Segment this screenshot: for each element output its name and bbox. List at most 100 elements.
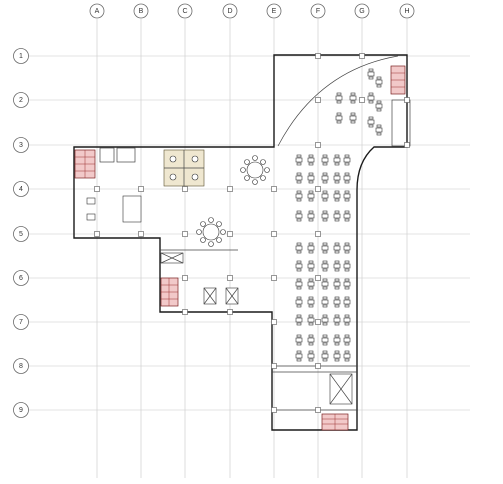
dining-table-icon <box>321 334 329 346</box>
grid-label-row: 2 <box>19 97 23 104</box>
dining-table-icon <box>295 154 303 166</box>
dining-table-icon <box>343 334 351 346</box>
round-tables <box>196 155 270 247</box>
dining-table-icon <box>295 334 303 346</box>
dining-table-icon <box>343 350 351 362</box>
dining-table-icon <box>321 172 329 184</box>
dining-table-icon <box>307 154 315 166</box>
grid-bubble-row <box>13 92 29 108</box>
elevator-icon <box>329 373 353 405</box>
dining-table-icon <box>295 260 303 272</box>
structural-column <box>315 363 321 369</box>
stair-icon <box>390 65 406 95</box>
dining-table-icon <box>343 260 351 272</box>
grid-label-row: 3 <box>19 142 23 149</box>
grid-label-column: D <box>227 8 232 15</box>
round-table-icon <box>240 155 270 185</box>
dining-table-icon <box>295 278 303 290</box>
dining-table-icon <box>307 350 315 362</box>
dining-table-icon <box>333 242 341 254</box>
grid-bubble-row <box>13 358 29 374</box>
dining-table-icon <box>295 314 303 326</box>
grid-bubble-column <box>354 3 370 19</box>
structural-column <box>227 275 233 281</box>
dining-table-icon <box>333 190 341 202</box>
dining-table-icon <box>321 260 329 272</box>
structural-column <box>315 407 321 413</box>
dining-table-icon <box>307 334 315 346</box>
structural-column <box>315 231 321 237</box>
dining-table-icon <box>367 116 375 128</box>
grid-label-row: 5 <box>19 231 23 238</box>
dining-table-icon <box>321 190 329 202</box>
dining-table-icon <box>295 210 303 222</box>
dining-table-icon <box>343 154 351 166</box>
dining-table-icon <box>333 296 341 308</box>
structural-column <box>315 142 321 148</box>
dining-table-icon <box>335 92 343 104</box>
grid-label-row: 6 <box>19 275 23 282</box>
stair-icon <box>74 149 96 179</box>
stairwells <box>74 65 406 431</box>
reception-desk <box>122 195 142 223</box>
structural-column <box>271 407 277 413</box>
exterior-wall <box>73 54 408 431</box>
dining-table-icon <box>333 350 341 362</box>
structural-column <box>182 275 188 281</box>
structural-column <box>315 53 321 59</box>
structural-column <box>359 53 365 59</box>
grid-label-row: 9 <box>19 407 23 414</box>
grid-bubble-column <box>399 3 415 19</box>
storage-room <box>116 147 136 163</box>
structural-column <box>271 186 277 192</box>
restroom-icon <box>163 149 205 187</box>
dining-table-icon <box>367 68 375 80</box>
structural-columns <box>94 53 410 413</box>
grid-bubble-row <box>13 314 29 330</box>
dining-table-icon <box>333 334 341 346</box>
dining-table-icon <box>321 278 329 290</box>
stair-icon <box>160 277 179 307</box>
dining-table-icon <box>343 314 351 326</box>
dining-table-icon <box>343 242 351 254</box>
grid-label-row: 8 <box>19 363 23 370</box>
structural-column <box>227 186 233 192</box>
dining-table-icon <box>321 242 329 254</box>
grid-bubble-row <box>13 226 29 242</box>
dining-table-icon <box>307 278 315 290</box>
grid-label-column: H <box>404 8 409 15</box>
elevators <box>160 252 353 405</box>
dining-table-icon <box>335 112 343 124</box>
structural-column <box>271 363 277 369</box>
dining-table-icon <box>333 278 341 290</box>
dining-table-icon <box>307 296 315 308</box>
dining-table-icon <box>343 296 351 308</box>
fixture <box>86 197 96 205</box>
grid-label-column: B <box>139 8 144 15</box>
grid-bubble-row <box>13 137 29 153</box>
structural-column <box>94 186 100 192</box>
structural-column <box>94 231 100 237</box>
dining-table-icon <box>321 210 329 222</box>
structural-column <box>315 97 321 103</box>
grid-bubble-column <box>177 3 193 19</box>
dining-table-icon <box>333 314 341 326</box>
curved-partition <box>277 55 399 147</box>
dining-table-icon <box>307 314 315 326</box>
grid-bubble-column <box>133 3 149 19</box>
grid-label-row: 7 <box>19 319 23 326</box>
elevator-icon <box>203 287 217 305</box>
grid-label-column: E <box>272 8 277 15</box>
structural-column <box>138 186 144 192</box>
round-table-icon <box>196 217 226 247</box>
structural-column <box>404 142 410 148</box>
dining-table-icon <box>295 242 303 254</box>
dining-table-icon <box>295 350 303 362</box>
elevator-icon <box>160 252 184 264</box>
dining-table-icon <box>295 172 303 184</box>
dining-table-icon <box>333 260 341 272</box>
structural-column <box>138 231 144 237</box>
dining-table-icon <box>375 100 383 112</box>
grid-bubble-row <box>13 402 29 418</box>
grid-label-row: 4 <box>19 186 23 193</box>
